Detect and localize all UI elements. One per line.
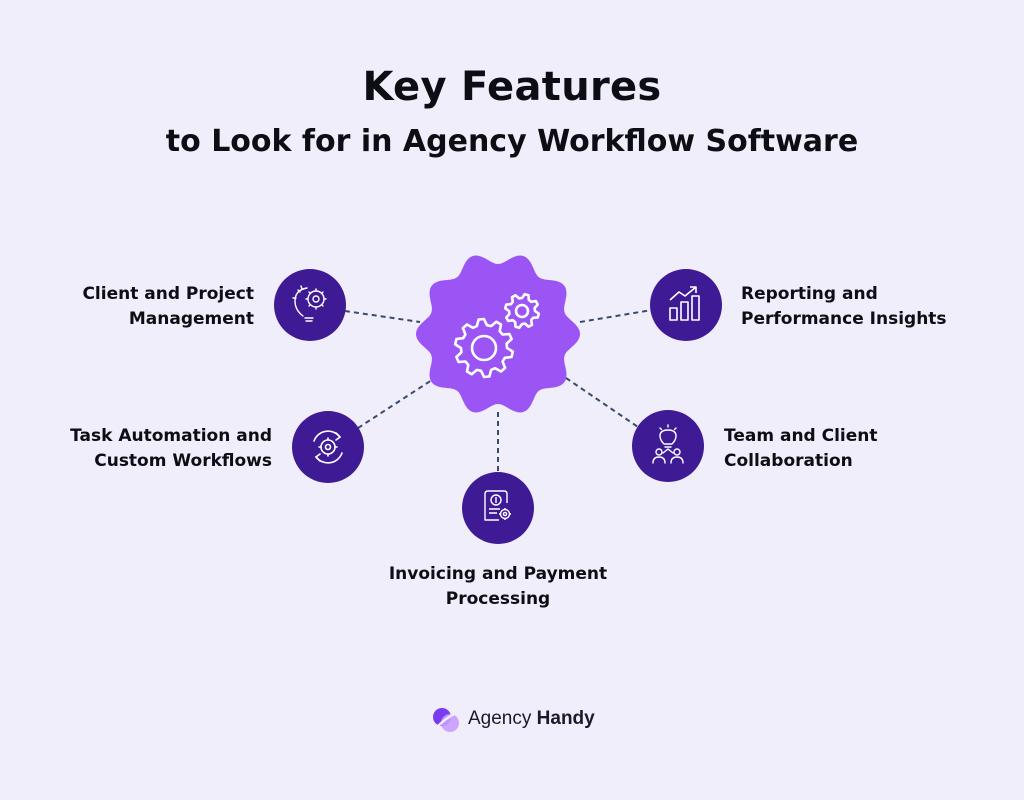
- connector-reporting: [579, 309, 653, 323]
- feature-label-line: Client and Project: [82, 284, 254, 304]
- connector-automation: [357, 377, 436, 429]
- refresh-gear-icon: [313, 430, 343, 464]
- brand-name: Agency Handy: [468, 708, 595, 730]
- feature-label-line: Custom Workflows: [94, 451, 272, 471]
- brand-name-bold: Handy: [536, 708, 595, 729]
- connectors: [344, 309, 653, 474]
- page-subtitle: to Look for in Agency Workflow Software: [165, 124, 859, 159]
- feature-label-collaboration: Team and Client Collaboration: [724, 424, 944, 474]
- feature-label-line: Invoicing and Payment: [388, 564, 608, 584]
- feature-label-line: Reporting and: [741, 284, 878, 304]
- center-badge-shape: [416, 255, 580, 413]
- feature-label-client-project: Client and Project Management: [60, 282, 254, 332]
- page-title: Key Features: [362, 64, 662, 110]
- feature-node-client-project: [274, 269, 346, 341]
- feature-node-automation: [292, 411, 364, 483]
- feature-node-reporting: [650, 269, 722, 341]
- connector-client-project: [344, 310, 421, 323]
- feature-node-collaboration: [632, 410, 704, 482]
- feature-label-line: Task Automation and: [70, 426, 272, 446]
- feature-node-invoicing: [462, 472, 534, 544]
- feature-label-line: Team and Client: [724, 426, 878, 446]
- invoice-dollar-icon: [484, 490, 511, 521]
- feature-label-line: Management: [128, 309, 254, 329]
- center-node: [416, 255, 580, 413]
- team-idea-icon: [652, 424, 684, 464]
- feature-label-line: Performance Insights: [741, 309, 947, 329]
- agency-handy-logo-icon: [433, 708, 459, 732]
- feature-label-reporting: Reporting and Performance Insights: [741, 282, 981, 332]
- gears-icon: [453, 292, 541, 379]
- brand-logo: Agency Handy: [432, 704, 595, 734]
- bar-chart-growth-icon: [669, 286, 700, 321]
- brand-name-regular: Agency: [468, 708, 532, 729]
- lightbulb-gear-icon: [292, 285, 327, 322]
- feature-label-automation: Task Automation and Custom Workflows: [40, 424, 272, 474]
- connector-collaboration: [565, 377, 639, 428]
- feature-label-line: Collaboration: [724, 451, 853, 471]
- feature-label-invoicing: Invoicing and Payment Processing: [368, 562, 628, 612]
- feature-label-line: Processing: [445, 589, 551, 609]
